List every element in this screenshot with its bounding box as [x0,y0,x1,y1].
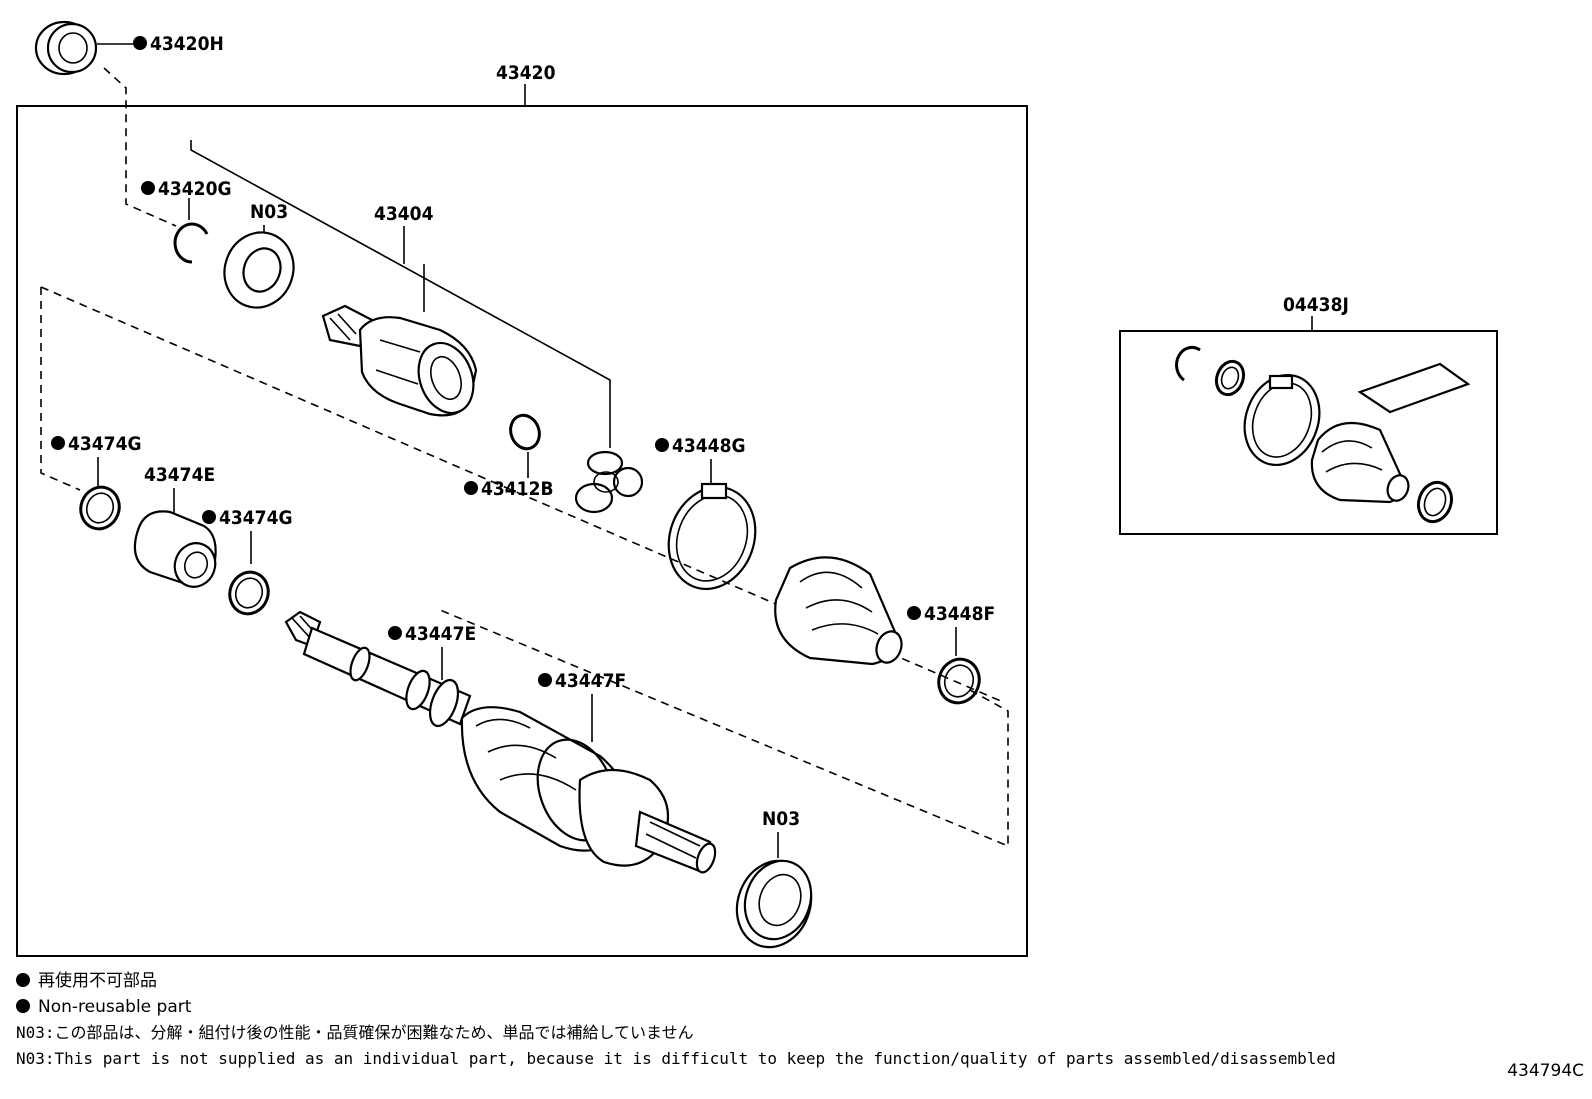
kit-small-ring-icon [1214,359,1246,397]
tripod-icon [574,450,644,514]
legend-nonreusable-jp: 再使用不可部品 [38,971,157,991]
kit-boot-icon [1310,421,1410,504]
callout-43474G-left: 43474G [68,433,142,455]
callout-43404: 43404 [374,203,434,225]
inboard-joint-43404-icon [321,304,478,417]
seal-43420H-icon [34,20,98,76]
kit-frame [1119,330,1498,535]
assembly-frame [16,105,1028,957]
callout-43448G: 43448G [672,435,746,457]
callout-N03-top: N03 [250,201,288,223]
callout-43420H: 43420H [150,33,224,55]
inboard-boot-icon [774,556,903,666]
legend-nonreusable-en: Non-reusable part [38,997,192,1017]
callout-04438J: 04438J [1283,294,1349,316]
callout-43412B: 43412B [481,478,554,500]
callout-43448F: 43448F [924,603,995,625]
legend: 再使用不可部品 Non-reusable part N03:この部品は、分解・組… [16,968,1336,1072]
nonreusable-dot-icon [16,973,30,987]
kit-grease-pack-icon [1357,362,1471,414]
legend-n03-jp: N03:この部品は、分解・組付け後の性能・品質確保が困難なため、単品では補給して… [16,1023,694,1042]
figure-code: 434794C [1507,1061,1584,1081]
seal-N03-icon [735,859,813,949]
callout-43474E: 43474E [144,464,215,486]
legend-n03-en: N03:This part is not supplied as an indi… [16,1049,1336,1068]
damper-clamp-right-icon [228,570,270,616]
clamp-43448F-icon [937,657,981,705]
snap-ring-43420G-icon [173,222,209,264]
damper-clamp-left-icon [79,485,121,531]
nonreusable-dot [133,36,147,50]
callout-43420G: 43420G [158,178,232,200]
boot-clamp-43448G-icon [667,482,757,591]
kit-small-clamp-icon [1416,480,1454,524]
nonreusable-dot-icon [16,999,30,1013]
callout-43447E: 43447E [405,623,476,645]
snap-ring-43412B-icon [509,413,541,451]
kit-snap-ring-icon [1175,345,1201,382]
outboard-joint-icon [460,706,717,874]
callout-N03-bottom: N03 [762,808,800,830]
kit-large-clamp-icon [1243,373,1321,467]
washer-N03-icon [223,231,295,309]
callout-43447F: 43447F [555,670,626,692]
drive-shaft-icon [284,610,472,728]
damper-43474E-icon [133,510,217,588]
callout-43474G-right: 43474G [219,507,293,529]
callout-43420: 43420 [496,62,556,84]
